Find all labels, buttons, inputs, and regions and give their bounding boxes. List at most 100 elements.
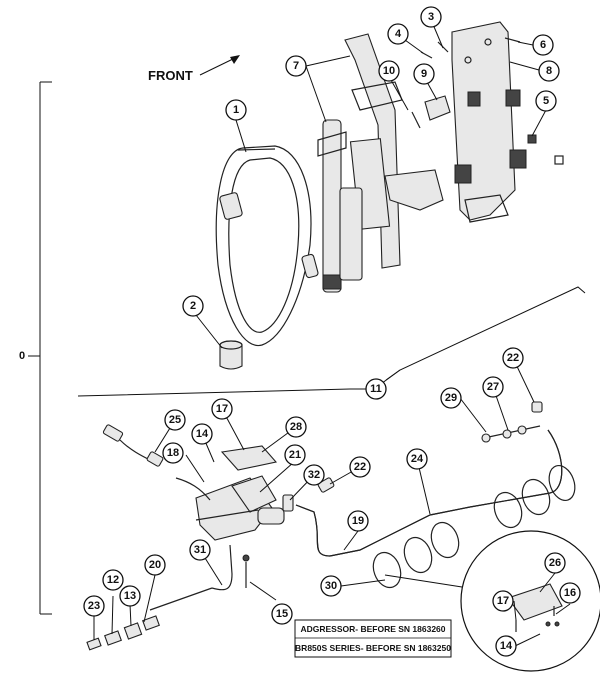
svg-text:24: 24 <box>411 453 424 465</box>
svg-text:20: 20 <box>149 559 161 571</box>
part-fitting-32 <box>282 494 294 512</box>
svg-text:18: 18 <box>167 447 179 459</box>
callout-detail-17: 17 <box>492 590 514 612</box>
svg-text:29: 29 <box>445 392 457 404</box>
callout-29: 29 <box>440 387 462 409</box>
callout-2: 2 <box>182 295 204 317</box>
front-label: FRONT <box>148 68 193 83</box>
callout-1: 1 <box>225 99 247 121</box>
callout-10: 10 <box>378 60 400 82</box>
part-screw <box>411 111 421 129</box>
part-square-nut <box>527 134 537 144</box>
svg-text:17: 17 <box>216 403 228 415</box>
svg-text:12: 12 <box>107 574 119 586</box>
part-harness-loop <box>215 145 319 347</box>
svg-text:2: 2 <box>190 300 196 312</box>
notes-box: ADGRESSOR- BEFORE SN 1863260 BR850S SERI… <box>294 619 452 658</box>
svg-text:32: 32 <box>308 469 320 481</box>
part-main-hose <box>295 429 563 557</box>
svg-text:19: 19 <box>352 515 364 527</box>
front-indicator: FRONT <box>148 55 240 83</box>
note-line-1: ADGRESSOR- BEFORE SN 1863260 <box>300 624 445 634</box>
svg-text:26: 26 <box>549 557 561 569</box>
svg-text:6: 6 <box>540 39 546 51</box>
callout-30: 30 <box>320 575 342 597</box>
part-springs <box>372 464 576 589</box>
callout-25: 25 <box>164 409 186 431</box>
callout-31: 31 <box>189 539 211 561</box>
svg-text:30: 30 <box>325 580 337 592</box>
callout-32: 32 <box>303 464 325 486</box>
svg-text:21: 21 <box>289 449 301 461</box>
part-square-nut-2 <box>554 155 564 165</box>
part-screw-head <box>242 554 250 562</box>
part-screw-6 <box>504 37 521 43</box>
svg-text:16: 16 <box>564 587 576 599</box>
front-arrow-icon <box>230 55 240 64</box>
callout-5: 5 <box>535 90 557 112</box>
svg-text:9: 9 <box>421 68 427 80</box>
detail-view <box>384 530 600 672</box>
svg-text:23: 23 <box>88 600 100 612</box>
part-cable <box>102 424 164 467</box>
svg-text:17: 17 <box>497 595 509 607</box>
svg-text:27: 27 <box>487 381 499 393</box>
leader-lines <box>93 21 571 647</box>
callout-9: 9 <box>413 63 435 85</box>
callout-26: 26 <box>544 552 566 574</box>
part-pump-assembly <box>175 445 285 541</box>
section-divider <box>77 286 586 397</box>
svg-text:10: 10 <box>383 65 395 77</box>
svg-text:31: 31 <box>194 544 206 556</box>
callout-detail-14: 14 <box>495 635 517 657</box>
part-cylinder <box>219 340 243 370</box>
part-fittings <box>86 615 160 651</box>
assembly-label: 0 <box>19 350 25 362</box>
callout-16: 16 <box>559 582 581 604</box>
note-line-2: BR850S SERIES- BEFORE SN 1863250 <box>295 643 451 653</box>
svg-text:15: 15 <box>276 608 288 620</box>
callout-24: 24 <box>406 448 428 470</box>
svg-text:8: 8 <box>546 65 552 77</box>
svg-text:7: 7 <box>293 60 299 72</box>
callout-22-hose: 22 <box>349 456 371 478</box>
assembly-bracket: 0 <box>19 81 52 615</box>
callout-3: 3 <box>420 6 442 28</box>
callout-6: 6 <box>532 34 554 56</box>
callout-12: 12 <box>102 569 124 591</box>
svg-text:22: 22 <box>507 352 519 364</box>
callout-8: 8 <box>538 60 560 82</box>
detail-plate <box>507 583 563 621</box>
callout-17: 17 <box>211 398 233 420</box>
svg-text:28: 28 <box>290 421 302 433</box>
callout-14: 14 <box>191 423 213 445</box>
svg-text:3: 3 <box>428 11 434 23</box>
callout-11: 11 <box>365 378 387 400</box>
svg-text:11: 11 <box>370 383 382 395</box>
part-lower-hose-31 <box>149 544 233 611</box>
callout-21: 21 <box>284 444 306 466</box>
svg-text:13: 13 <box>124 590 136 602</box>
callout-19: 19 <box>347 510 369 532</box>
callout-13: 13 <box>119 585 141 607</box>
callout-28: 28 <box>285 416 307 438</box>
svg-text:22: 22 <box>354 461 366 473</box>
svg-text:4: 4 <box>395 28 402 40</box>
svg-text:1: 1 <box>233 104 239 116</box>
callout-27: 27 <box>482 376 504 398</box>
svg-text:14: 14 <box>196 428 209 440</box>
callout-7: 7 <box>285 55 307 77</box>
svg-text:25: 25 <box>169 414 181 426</box>
part-small-bracket <box>424 95 451 121</box>
callout-4: 4 <box>387 23 409 45</box>
callout-15: 15 <box>271 603 293 625</box>
svg-text:5: 5 <box>543 95 549 107</box>
part-fitting-22 <box>317 477 335 493</box>
callout-23: 23 <box>83 595 105 617</box>
part-bracket-plate <box>451 21 527 223</box>
part-handle-column <box>339 33 444 281</box>
part-bolt-set <box>481 401 543 443</box>
svg-text:14: 14 <box>500 640 513 652</box>
